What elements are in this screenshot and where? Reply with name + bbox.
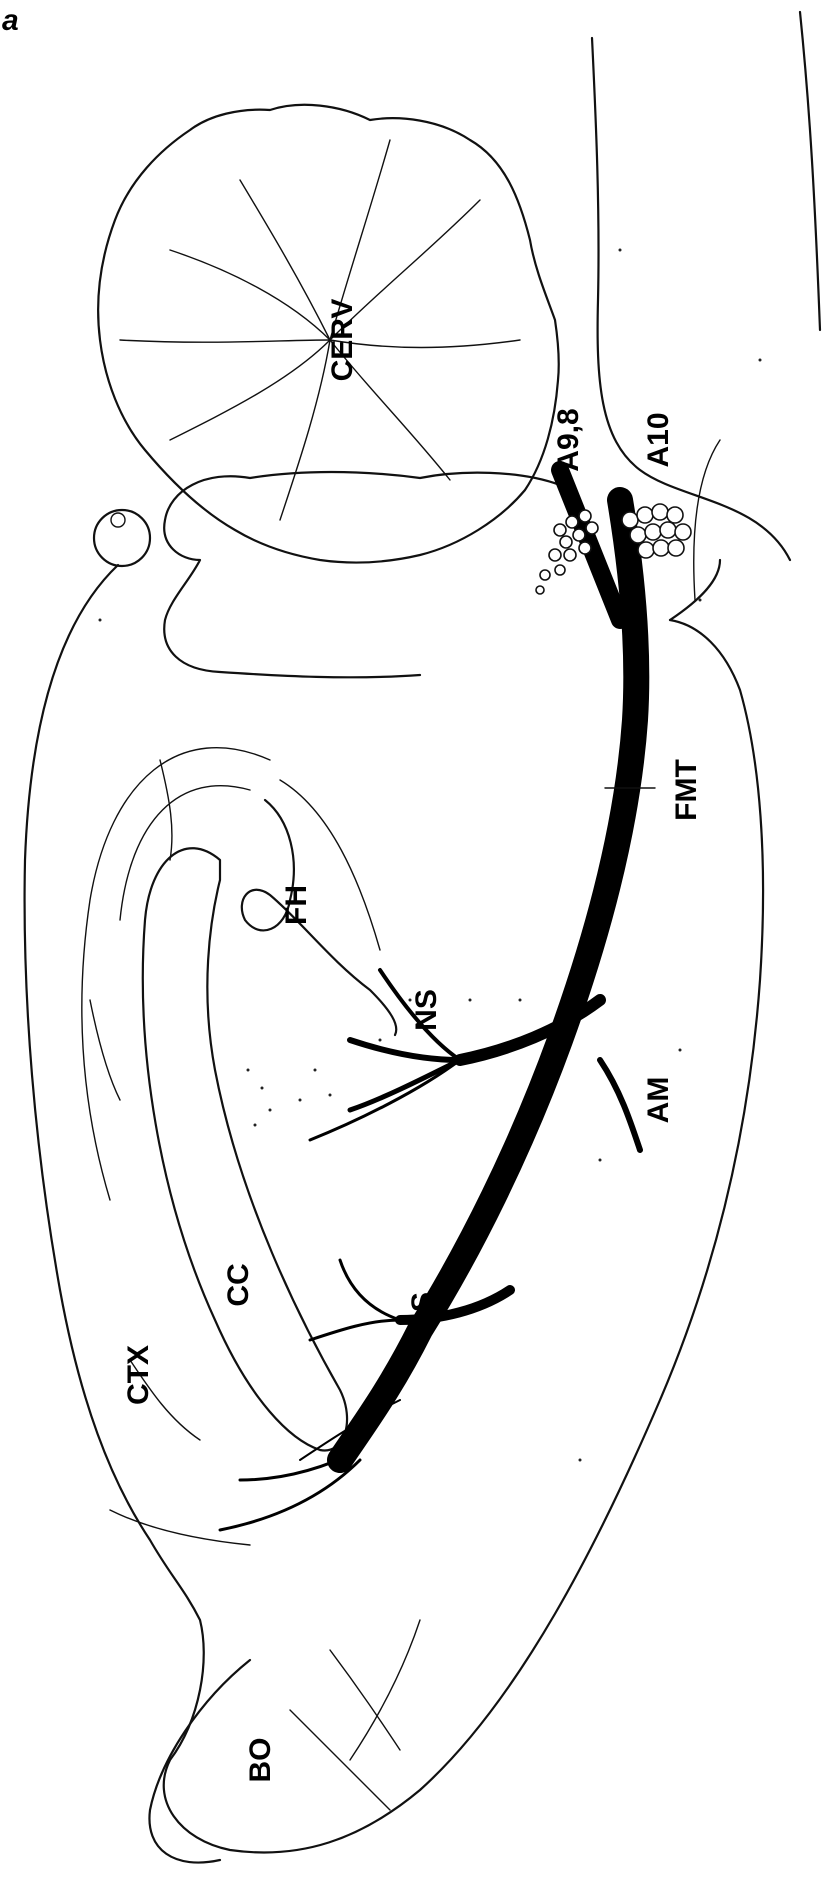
fornix-hippocampus (242, 800, 396, 1035)
pineal-dot (111, 513, 125, 527)
olfactory-line-3 (350, 1620, 420, 1760)
label-fmt: FMT (670, 759, 703, 821)
label-am: AM (642, 1077, 675, 1124)
corner-mark: a (2, 4, 19, 37)
pineal-body (94, 510, 150, 566)
label-cerv: CERV (326, 299, 359, 382)
label-ns: NS (410, 989, 443, 1031)
label-ctx: CTX (122, 1345, 155, 1405)
a98-nucleus-cluster (536, 510, 598, 594)
hemisphere-outline (25, 565, 763, 1853)
olfactory-line-2 (330, 1650, 400, 1750)
label-a10: A10 (642, 412, 675, 467)
midbrain-tectum (164, 472, 560, 677)
corpus-callosum (143, 848, 347, 1450)
cortex-lines (82, 748, 270, 1545)
label-bo: BO (244, 1738, 277, 1783)
label-s: S (406, 1292, 439, 1312)
label-fh: FH (280, 885, 313, 925)
label-cc: CC (222, 1263, 255, 1306)
brainstem-outline (592, 38, 790, 560)
cerebellum-folia (120, 140, 520, 520)
spinal-outline-right (800, 12, 820, 330)
label-a98: A9,8 (552, 408, 585, 471)
olfactory-line-1 (290, 1710, 390, 1810)
